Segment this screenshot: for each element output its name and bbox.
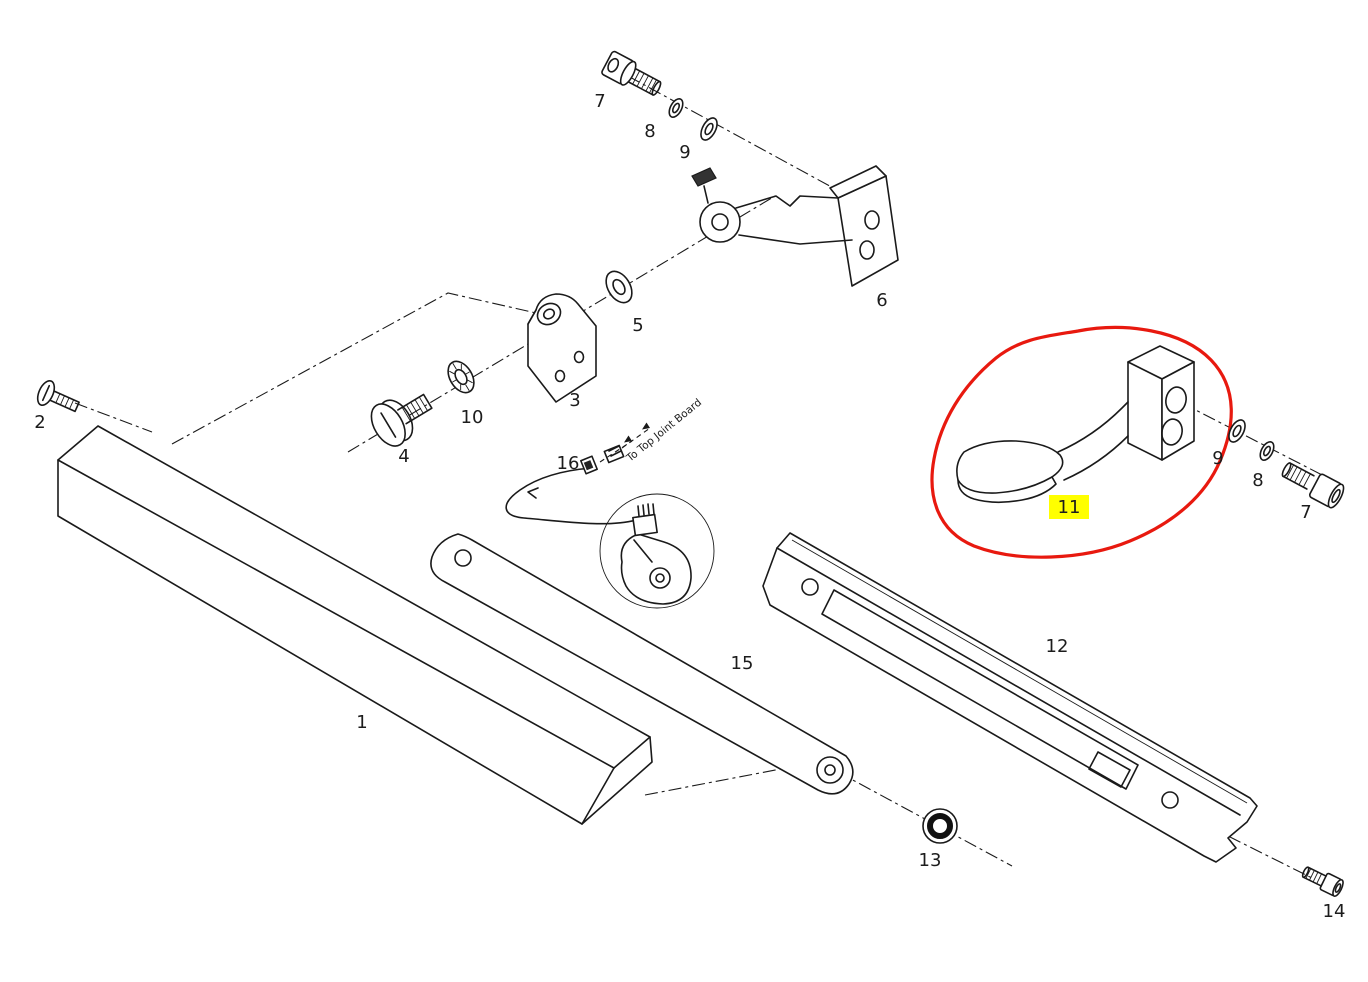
part-label-4: 4 xyxy=(398,446,409,467)
part-3-bracket xyxy=(527,293,597,403)
part-8-washer-top xyxy=(668,98,684,118)
highlight-circle xyxy=(930,325,1233,559)
part-4-thumbscrew xyxy=(370,393,433,447)
annotation-to-top-joint-board: To Top Joint Board xyxy=(624,397,704,465)
highlight-label-bg xyxy=(1049,495,1089,519)
part-label-7-right: 7 xyxy=(1300,502,1311,523)
part-1-bar xyxy=(57,425,653,825)
part-label-9: 9 xyxy=(679,142,690,163)
part-label-6: 6 xyxy=(876,290,887,311)
part-label-7: 7 xyxy=(594,91,605,112)
part-label-2: 2 xyxy=(34,412,45,433)
part-14-screw xyxy=(1301,866,1344,898)
part-8-washer-right xyxy=(1259,441,1275,461)
part-label-5: 5 xyxy=(632,315,643,336)
part-labels: 1 2 3 4 5 6 7 8 9 10 11 12 13 14 15 16 9… xyxy=(34,91,1345,922)
part-label-3: 3 xyxy=(569,390,580,411)
motor-detail-circle xyxy=(599,493,715,609)
part-label-9-right: 9 xyxy=(1212,448,1223,469)
part-7-screw-top xyxy=(601,50,662,96)
part-label-11-highlighted: 11 xyxy=(1058,497,1081,518)
part-2-flat-screw xyxy=(36,379,80,413)
part-16-connector xyxy=(580,422,651,475)
part-5-washer xyxy=(605,270,633,304)
part-13-bushing xyxy=(922,808,958,844)
part-label-12: 12 xyxy=(1046,636,1069,657)
part-label-15: 15 xyxy=(731,653,754,674)
part-15-link-arm xyxy=(430,533,854,795)
part-11-lever xyxy=(956,345,1195,504)
part-label-14: 14 xyxy=(1323,901,1346,922)
part-10-star-washer xyxy=(447,360,475,394)
part-6-bracket xyxy=(691,165,899,287)
part-label-16: 16 xyxy=(557,453,580,474)
part-label-8-right: 8 xyxy=(1252,470,1263,491)
part-label-1: 1 xyxy=(356,712,367,733)
part-12-slotted-plate xyxy=(762,532,1258,863)
part-label-10: 10 xyxy=(461,407,484,428)
part-7-screw-right xyxy=(1281,462,1345,509)
part-label-13: 13 xyxy=(919,850,942,871)
part-label-8: 8 xyxy=(644,121,655,142)
wire-harness xyxy=(505,467,637,525)
part-9-washer-top xyxy=(700,117,718,141)
part-9-washer-right xyxy=(1228,419,1246,443)
